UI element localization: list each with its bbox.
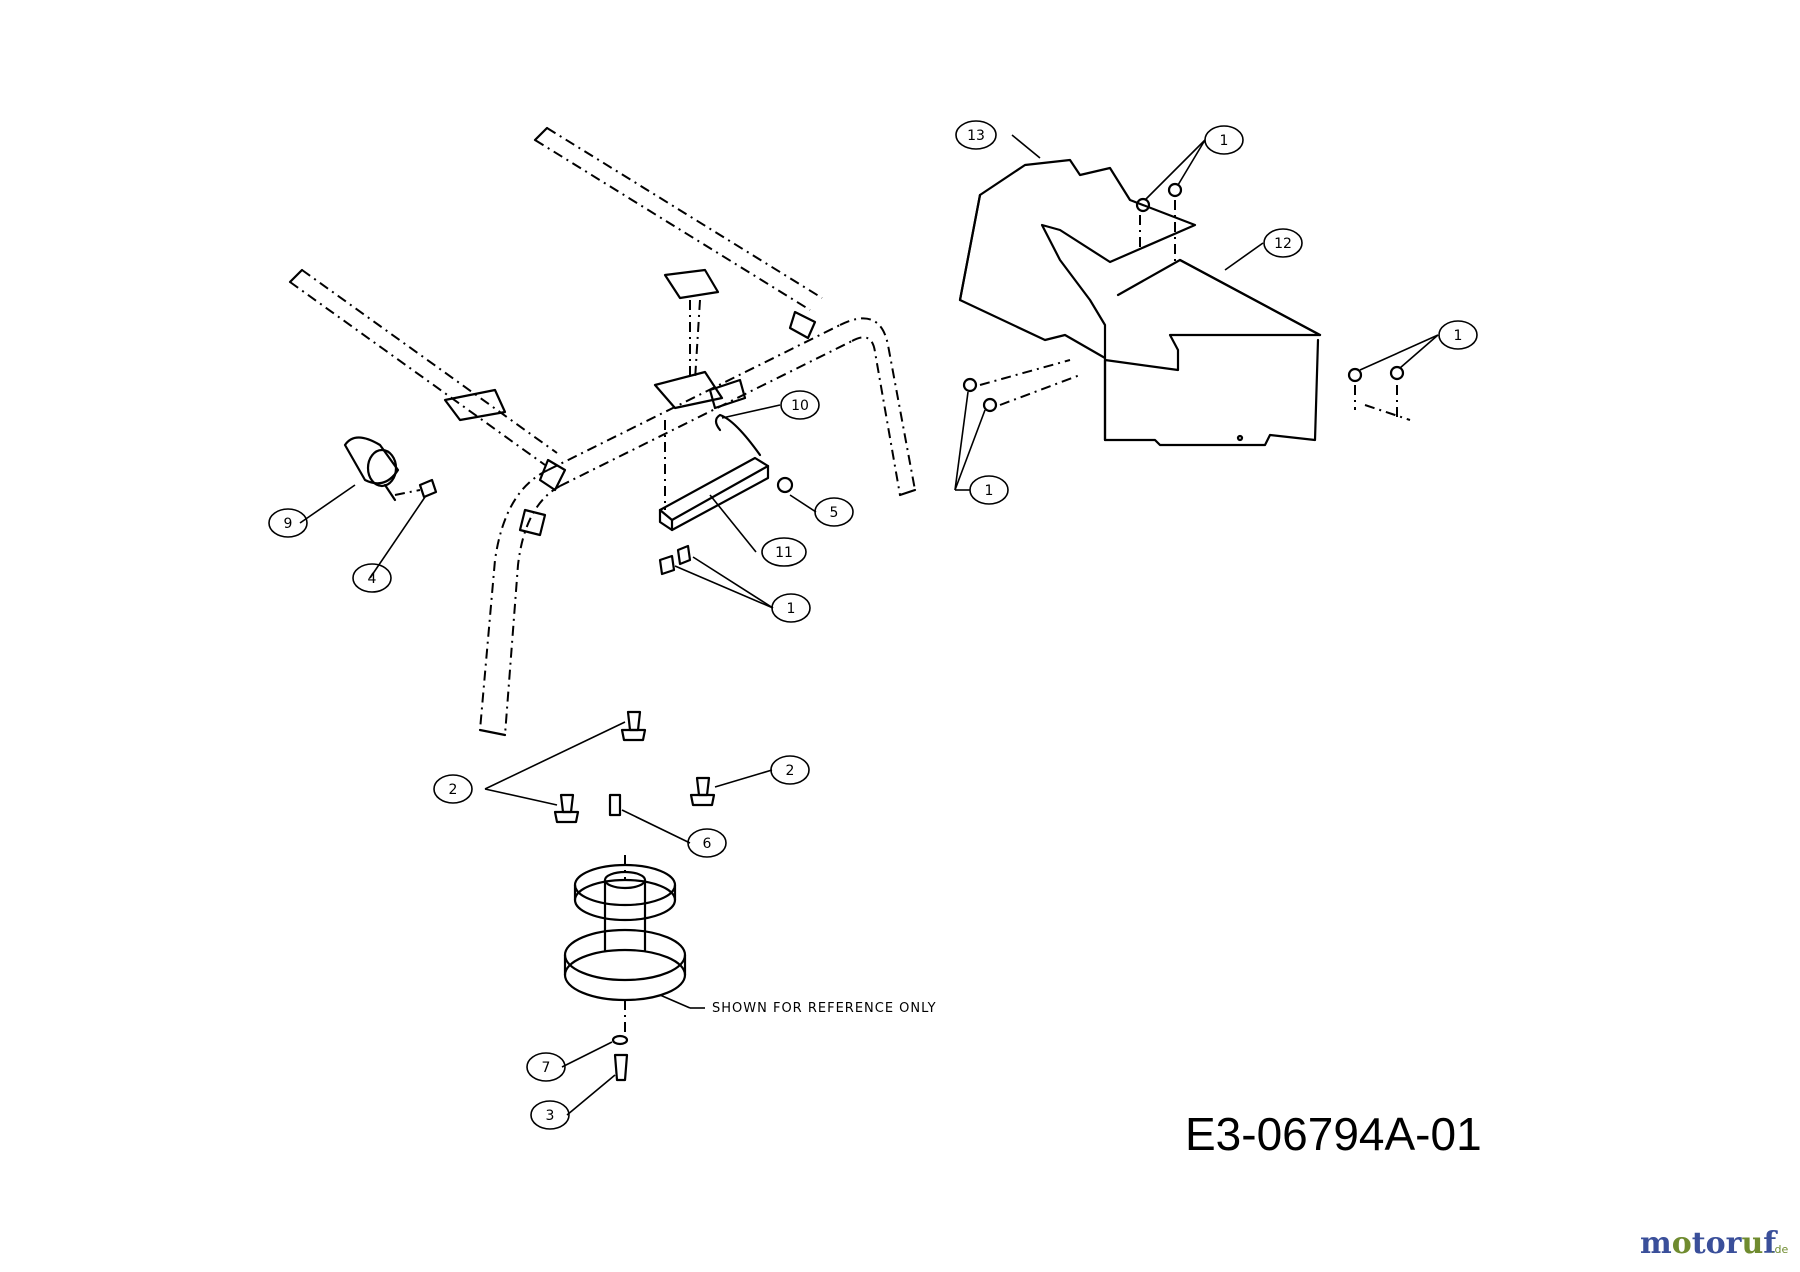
callout-6: 6 xyxy=(687,828,727,858)
svg-text:12: 12 xyxy=(1274,236,1292,252)
cover-part-12 xyxy=(1103,258,1322,447)
svg-text:1: 1 xyxy=(787,601,796,617)
callout-4: 4 xyxy=(352,563,392,593)
bolt-part-3 xyxy=(613,1053,629,1082)
svg-text:6: 6 xyxy=(703,836,712,852)
reference-note: SHOWN FOR REFERENCE ONLY xyxy=(712,1001,937,1016)
callout-2-left: 2 xyxy=(433,774,473,804)
diagram-code: E3-06794A-01 xyxy=(1185,1108,1482,1160)
svg-text:11: 11 xyxy=(775,545,793,561)
callout-3: 3 xyxy=(530,1100,570,1130)
spring-part-10 xyxy=(714,413,762,457)
callout-2-right: 2 xyxy=(770,755,810,785)
leader-lines xyxy=(299,134,1439,1116)
svg-text:9: 9 xyxy=(284,516,293,532)
callout-1-right: 1 xyxy=(1438,320,1478,350)
callout-1-top: 1 xyxy=(1204,125,1244,155)
svg-text:2: 2 xyxy=(449,782,458,798)
callout-1-bracket: 1 xyxy=(771,593,811,623)
callout-13: 13 xyxy=(955,120,997,150)
cover-part-13 xyxy=(958,158,1197,360)
svg-text:10: 10 xyxy=(791,398,809,414)
pulley-assembly xyxy=(563,855,687,1035)
nut-part-5 xyxy=(776,476,794,494)
washer-part-7 xyxy=(611,1034,629,1046)
bolt-part-4 xyxy=(394,478,438,499)
frame-tube-assembly xyxy=(288,126,917,737)
svg-text:1: 1 xyxy=(1454,328,1463,344)
svg-text:.de: .de xyxy=(1771,1243,1788,1256)
svg-text:13: 13 xyxy=(967,128,985,144)
bolts-part-2 xyxy=(553,710,716,824)
svg-text:5: 5 xyxy=(830,505,839,521)
callout-1-shield-left: 1 xyxy=(969,475,1009,505)
svg-text:7: 7 xyxy=(542,1060,551,1076)
callout-10: 10 xyxy=(780,390,820,420)
bracket-part-11 xyxy=(658,420,770,532)
svg-text:1: 1 xyxy=(985,483,994,499)
svg-text:1: 1 xyxy=(1220,133,1229,149)
svg-text:3: 3 xyxy=(546,1108,555,1124)
callout-12: 12 xyxy=(1263,228,1303,258)
knob-part-9 xyxy=(343,436,400,502)
shield-fasteners-1 xyxy=(962,182,1411,421)
bolts-part-1-lower xyxy=(658,544,692,576)
motoruf-logo: motoruf .de xyxy=(1640,1226,1788,1261)
svg-text:motoruf: motoruf xyxy=(1640,1226,1778,1261)
svg-text:2: 2 xyxy=(786,763,795,779)
svg-text:4: 4 xyxy=(368,571,377,587)
callout-7: 7 xyxy=(526,1052,566,1082)
callout-5: 5 xyxy=(814,497,854,527)
key-part-6 xyxy=(608,793,622,817)
callout-11: 11 xyxy=(761,537,807,567)
callout-9: 9 xyxy=(268,508,308,538)
